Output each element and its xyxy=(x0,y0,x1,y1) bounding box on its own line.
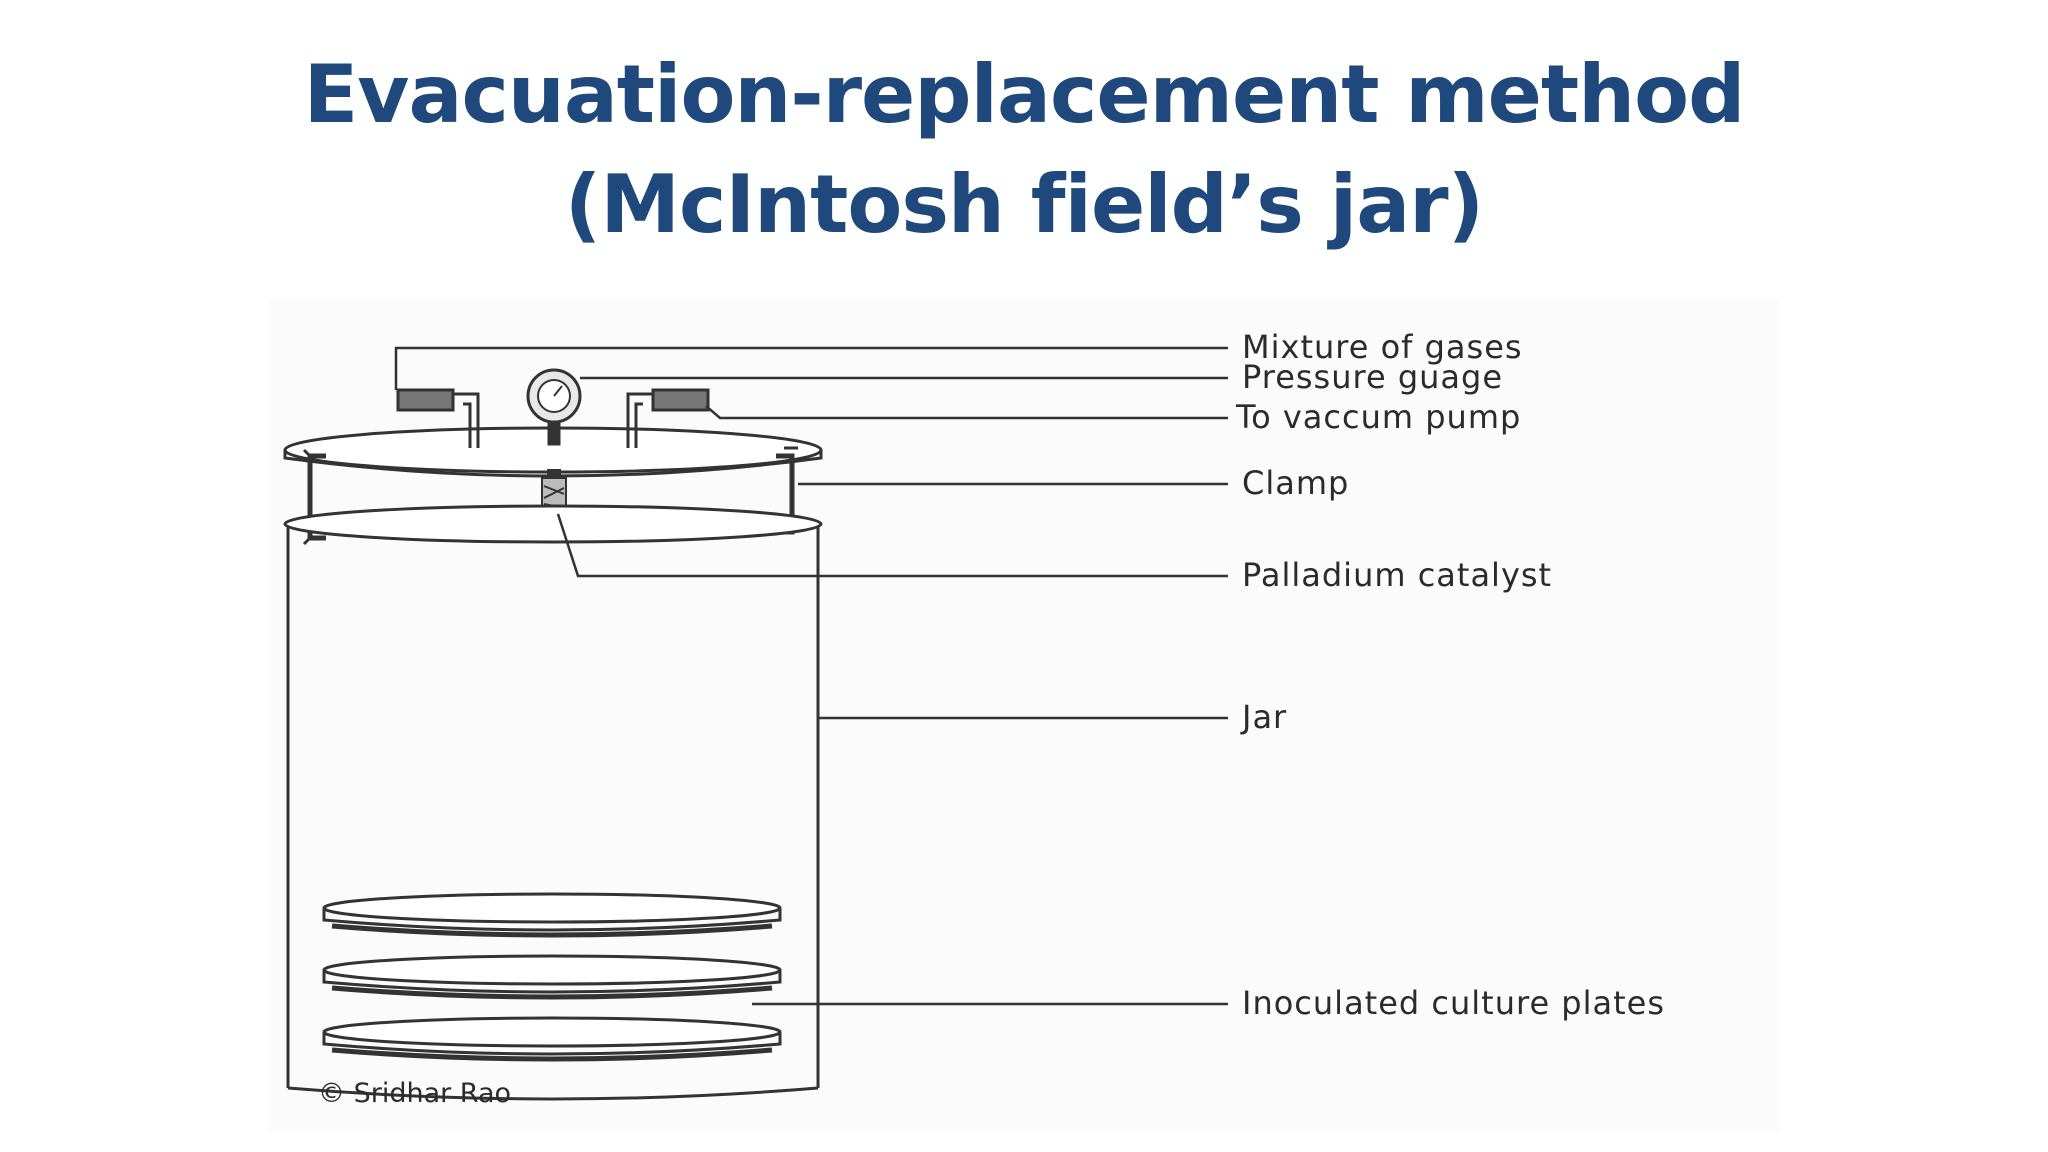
label-clamp: Clamp xyxy=(1242,464,1349,502)
slide-title: Evacuation-replacement method (McIntosh … xyxy=(0,40,2048,260)
leader-lines xyxy=(394,346,1228,1006)
leader-vacuum-pump xyxy=(705,405,1228,420)
label-vacuum-pump: To vaccum pump xyxy=(1235,398,1521,436)
label-mixture-of-gases: Mixture of gases xyxy=(1242,328,1523,366)
culture-plate xyxy=(322,892,782,938)
culture-plate xyxy=(322,954,782,1000)
image-credit: © Sridhar Rao xyxy=(318,1078,511,1109)
culture-plate xyxy=(322,1016,782,1062)
clamp-left xyxy=(302,448,326,546)
label-culture-plates: Inoculated culture plates xyxy=(1242,984,1665,1022)
gas-inlet-pipe xyxy=(396,388,480,448)
leader-mixture-of-gases xyxy=(394,346,1228,390)
label-pressure-gauge: Pressure guage xyxy=(1242,358,1503,396)
pressure-gauge xyxy=(526,368,582,446)
title-line-2: (McIntosh field’s jar) xyxy=(564,158,1484,251)
label-jar: Jar xyxy=(1240,698,1287,736)
mcintosh-jar-diagram: Mixture of gases Pressure guage To vaccu… xyxy=(268,298,1780,1132)
culture-plate-stack xyxy=(322,892,782,1062)
leader-palladium-catalyst xyxy=(556,513,1228,578)
title-line-1: Evacuation-replacement method xyxy=(303,48,1746,141)
vacuum-outlet-pipe xyxy=(626,388,710,448)
label-palladium-catalyst: Palladium catalyst xyxy=(1242,556,1552,594)
jar-body xyxy=(283,504,823,1101)
